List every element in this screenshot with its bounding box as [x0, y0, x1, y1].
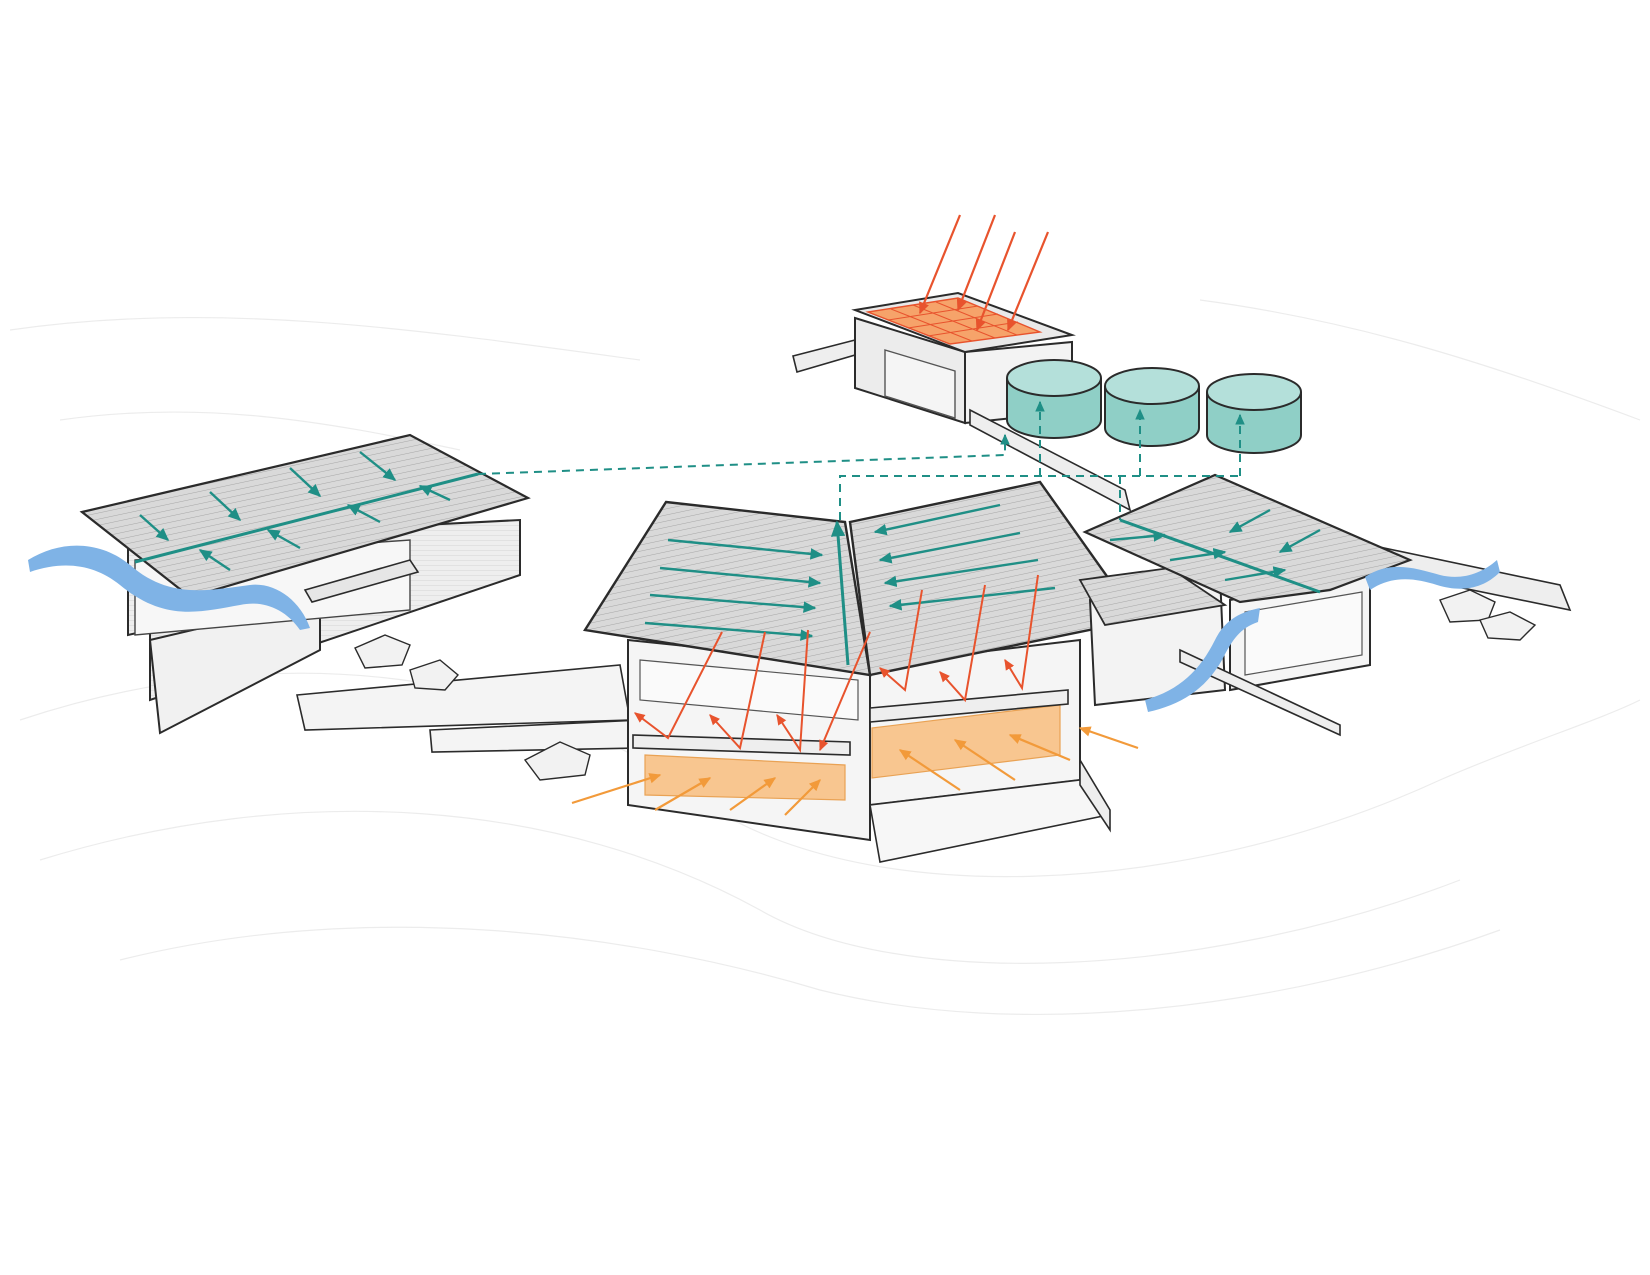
- east-pavilion: [1078, 473, 1572, 737]
- breeze-wave-icon: [1365, 560, 1500, 590]
- central-roof-rainwater-arrows: [644, 503, 1056, 641]
- east-roof-rainwater-arrows: [1109, 508, 1321, 582]
- landscape-boulders: [354, 589, 1537, 781]
- east-connector-roof: [1078, 567, 1228, 626]
- central-pavilion: [296, 480, 1141, 863]
- water-storage-tank: [1206, 373, 1302, 454]
- west-pavilion-roof: [79, 433, 531, 599]
- garage-retaining-wall: [792, 338, 856, 374]
- garage-with-solar-roof: [792, 214, 1076, 425]
- garage-door: [884, 349, 956, 419]
- west-entry-canopy: [303, 559, 420, 603]
- rainwater-conveyance-lines: [477, 400, 1245, 520]
- east-foreground-wall: [1179, 648, 1341, 737]
- west-pavilion: [79, 433, 531, 735]
- reflected-daylight-arrows: [634, 574, 1039, 754]
- breeze-wave-icons: [28, 545, 1500, 712]
- breeze-wave-icon: [1145, 608, 1260, 712]
- water-storage-tank: [1006, 359, 1102, 439]
- water-storage-tanks: [1006, 359, 1302, 454]
- terrace-wall: [1079, 757, 1111, 833]
- west-roof-rainwater-arrows: [139, 451, 451, 571]
- water-storage-tank: [1104, 367, 1200, 447]
- breeze-wave-icon: [28, 545, 310, 630]
- retaining-wall-east: [969, 408, 1132, 512]
- daylight-arrows: [571, 726, 1139, 816]
- central-right-balcony: [869, 689, 1069, 723]
- ground-contours: [9, 299, 1641, 1016]
- central-roof-gutter: [830, 520, 850, 666]
- sun-ray-arrows: [918, 214, 1050, 332]
- east-pavilion-glazing: [1244, 591, 1363, 676]
- central-left-interior-glow: [644, 754, 846, 801]
